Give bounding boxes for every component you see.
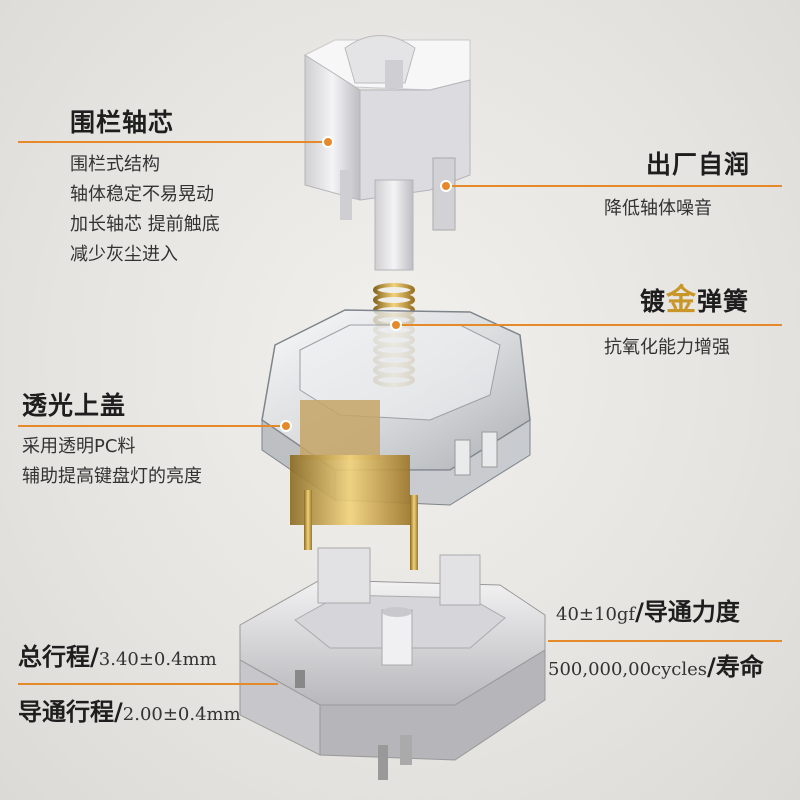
lifespan-spec: 500,000,00cycles/寿命 — [548, 655, 764, 679]
actuation-force-spec: 40±10gf/导通力度 — [556, 600, 740, 624]
spring-title-gold: 金 — [666, 283, 698, 318]
spring-desc-line: 抗氧化能力增强 — [604, 337, 730, 358]
spring-title-post: 弹簧 — [697, 287, 750, 316]
stem-desc-line: 加长轴芯 提前触底 — [70, 214, 220, 235]
spring-leader-line — [396, 324, 782, 326]
stem-desc: 围栏式结构 轴体稳定不易晃动 加长轴芯 提前触底 减少灰尘进入 — [70, 150, 220, 270]
spec-right-divider — [548, 640, 782, 642]
stem-desc-line: 减少灰尘进入 — [70, 244, 178, 265]
lube-desc: 降低轴体噪音 — [604, 194, 712, 224]
lube-desc-line: 降低轴体噪音 — [604, 198, 712, 219]
housing-leader-dot — [280, 420, 292, 432]
total-travel-value: 3.40±0.4mm — [98, 649, 217, 670]
actuation-travel-value: 2.00±0.4mm — [122, 704, 241, 725]
transparent-housing-part — [261, 309, 531, 570]
housing-desc: 采用透明PC料 辅助提高键盘灯的亮度 — [22, 432, 202, 492]
stem-desc-line: 围栏式结构 — [70, 154, 160, 175]
housing-leader-line — [18, 425, 286, 427]
actuation-travel-label: 导通行程/ — [18, 698, 123, 726]
stem-title: 围栏轴芯 — [70, 108, 175, 137]
spring-title: 镀金弹簧 — [640, 286, 749, 316]
stem-part — [304, 35, 471, 271]
housing-title: 透光上盖 — [22, 391, 127, 420]
total-travel-label: 总行程/ — [18, 643, 99, 671]
housing-desc-line: 辅助提高键盘灯的亮度 — [22, 466, 202, 487]
stem-desc-line: 轴体稳定不易晃动 — [70, 184, 214, 205]
bottom-housing-part — [239, 547, 546, 780]
lube-leader-dot — [440, 180, 452, 192]
lifespan-value: 500,000,00cycles — [548, 659, 708, 680]
lube-leader-line — [446, 185, 782, 187]
stem-leader-line — [18, 141, 328, 143]
spring-desc: 抗氧化能力增强 — [604, 333, 730, 363]
housing-desc-line: 采用透明PC料 — [22, 436, 136, 457]
spring-leader-dot — [390, 319, 402, 331]
spring-title-pre: 镀 — [640, 287, 667, 316]
stem-leader-dot — [322, 136, 334, 148]
actuation-force-value: 40±10gf — [556, 604, 636, 625]
total-travel-spec: 总行程/3.40±0.4mm — [18, 645, 217, 669]
actuation-travel-spec: 导通行程/2.00±0.4mm — [18, 700, 241, 724]
actuation-force-label: /导通力度 — [635, 598, 740, 626]
spec-left-divider — [18, 683, 278, 685]
lifespan-label: /寿命 — [707, 653, 764, 681]
lube-title: 出厂自润 — [646, 150, 751, 179]
